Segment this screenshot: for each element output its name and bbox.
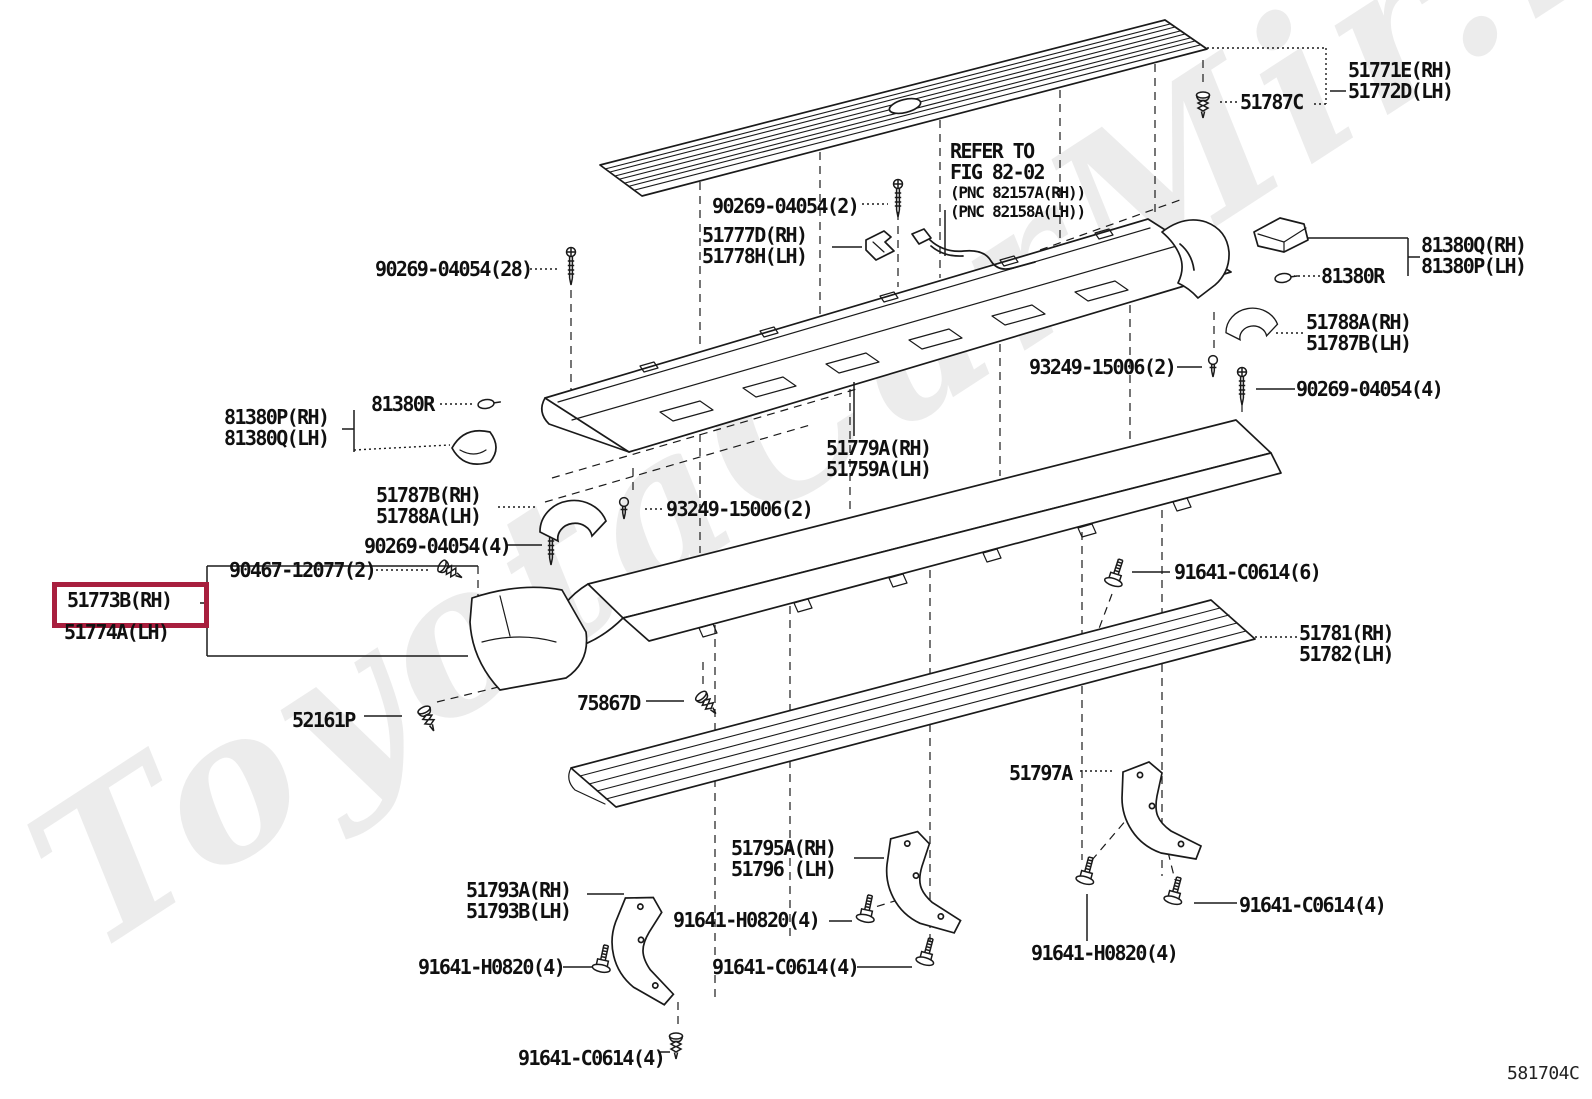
- bulb-icon: [476, 396, 503, 411]
- lamp-left-shape: [451, 429, 497, 465]
- label-90269-04054-x28[interactable]: 90269-04054(28): [375, 257, 533, 281]
- part-number: 51793A(RH): [466, 878, 572, 902]
- lamp-right-shape: [1253, 217, 1309, 253]
- part-number: 51772D(LH): [1348, 79, 1454, 103]
- retainer-arch-icon: [1225, 307, 1279, 341]
- diagram-code: 581704C: [1507, 1063, 1580, 1084]
- label-90269-04054-x4-left[interactable]: 90269-04054(4): [364, 534, 512, 558]
- construction-dashes: [436, 60, 1243, 1024]
- part-number: 51787B(RH): [376, 483, 482, 507]
- grommet-pin-icon: [1207, 354, 1219, 378]
- part-number: 81380Q(LH): [224, 426, 330, 450]
- part-number: 51778H(LH): [702, 244, 808, 268]
- bolt-icon: [1074, 854, 1101, 887]
- part-number: 51777D(RH): [702, 223, 808, 247]
- dotted-leaders: [353, 47, 1327, 772]
- label-91641-c0614-mid[interactable]: 91641-C0614(4): [712, 955, 860, 979]
- part-number: 51795A(RH): [731, 836, 837, 860]
- label-51773b-highlighted[interactable]: 51773B(RH): [67, 588, 173, 612]
- note-line: (PNC 82158A(LH)): [950, 202, 1086, 221]
- label-51793a-51793b[interactable]: 51793A(RH) 51793B(LH): [466, 878, 572, 923]
- clip-icon: [435, 558, 466, 584]
- part-number: 51787B(LH): [1306, 331, 1412, 355]
- label-91641-h0820-left[interactable]: 91641-H0820(4): [418, 955, 566, 979]
- bolt-icon: [590, 942, 616, 975]
- label-51771e-51772d[interactable]: 51771E(RH) 51772D(LH): [1348, 58, 1454, 103]
- label-51787b-51788a-left[interactable]: 51787B(RH) 51788A(LH): [376, 483, 482, 528]
- highlight-box: [52, 582, 209, 628]
- label-81380r-right[interactable]: 81380R: [1321, 264, 1385, 288]
- retainer-arch-icon: [539, 499, 607, 542]
- screw-icon: [565, 246, 577, 286]
- clip-icon: [416, 703, 441, 735]
- bolt-icon: [854, 892, 880, 925]
- sill-panel-shape: [552, 419, 1282, 650]
- label-51795a-51796[interactable]: 51795A(RH) 51796 (LH): [731, 836, 837, 881]
- label-51781-51782[interactable]: 51781(RH) 51782(LH): [1299, 621, 1395, 666]
- part-number: 51788A(LH): [376, 504, 482, 528]
- label-51787c[interactable]: 51787C: [1240, 90, 1304, 114]
- label-75867d[interactable]: 75867D: [577, 691, 641, 715]
- label-91641-h0820-right[interactable]: 91641-H0820(4): [1031, 941, 1179, 965]
- note-line: (PNC 82157A(RH)): [950, 183, 1086, 202]
- bolt-icon: [1102, 556, 1130, 590]
- part-shapes: [451, 19, 1309, 808]
- part-number: 51796 (LH): [731, 857, 837, 881]
- part-number: 51788A(RH): [1306, 310, 1412, 334]
- bracket-51777-shape: [865, 230, 895, 261]
- lower-board-shape: [568, 599, 1256, 808]
- part-number: 81380P(LH): [1421, 254, 1527, 278]
- label-52161p[interactable]: 52161P: [292, 708, 356, 732]
- note-line: REFER TO: [950, 139, 1035, 163]
- label-90269-04054-x2[interactable]: 90269-04054(2): [712, 194, 860, 218]
- label-51788a-51787b-right[interactable]: 51788A(RH) 51787B(LH): [1306, 310, 1412, 355]
- part-number: 51781(RH): [1299, 621, 1395, 645]
- part-number: 51771E(RH): [1348, 58, 1454, 82]
- screw-icon: [1236, 366, 1248, 406]
- label-90269-04054-x4-right[interactable]: 90269-04054(4): [1296, 377, 1444, 401]
- label-91641-c0614-right[interactable]: 91641-C0614(4): [1239, 893, 1387, 917]
- label-81380q-81380p[interactable]: 81380Q(RH) 81380P(LH): [1421, 233, 1527, 278]
- frame-end-cap-shape: [1161, 219, 1230, 299]
- clip-icon: [1195, 91, 1211, 119]
- label-51779a-51759a[interactable]: 51779A(RH) 51759A(LH): [826, 436, 932, 481]
- bolt-icon: [914, 935, 941, 968]
- grommet-pin-icon: [618, 496, 630, 520]
- part-number: 51782(LH): [1299, 642, 1395, 666]
- label-51797a[interactable]: 51797A: [1009, 761, 1073, 785]
- label-93249-15006-left[interactable]: 93249-15006(2): [666, 497, 814, 521]
- label-51774a[interactable]: 51774A(LH): [64, 620, 170, 644]
- bulb-icon: [1273, 270, 1300, 285]
- refer-note: REFER TO FIG 82-02 (PNC 82157A(RH)) (PNC…: [950, 139, 1086, 222]
- clip-icon: [668, 1032, 684, 1060]
- part-number: 51779A(RH): [826, 436, 932, 460]
- clip-icon: [693, 688, 722, 719]
- label-81380p-81380q-left[interactable]: 81380P(RH) 81380Q(LH): [224, 405, 330, 450]
- scuff-plate-shape: [599, 19, 1208, 197]
- upper-board-shape: [540, 218, 1232, 453]
- part-number: 81380Q(RH): [1421, 233, 1527, 257]
- label-91641-c0614-bottom[interactable]: 91641-C0614(4): [518, 1046, 666, 1070]
- screw-icon: [892, 178, 904, 218]
- part-number: 51793B(LH): [466, 899, 572, 923]
- label-91641-h0820-mid[interactable]: 91641-H0820(4): [673, 908, 821, 932]
- bolt-icon: [1162, 874, 1189, 907]
- note-line: FIG 82-02: [950, 160, 1046, 184]
- part-number: 81380P(RH): [224, 405, 330, 429]
- mudguard-corner-shape: [469, 586, 588, 691]
- label-91641-c0614-x6[interactable]: 91641-C0614(6): [1174, 560, 1322, 584]
- label-81380r-left[interactable]: 81380R: [371, 392, 435, 416]
- support-bracket-icon: [879, 827, 971, 935]
- label-90467-12077[interactable]: 90467-12077(2): [229, 558, 377, 582]
- support-bracket-icon: [593, 887, 703, 1008]
- part-number: 51759A(LH): [826, 457, 932, 481]
- label-93249-15006-right[interactable]: 93249-15006(2): [1029, 355, 1177, 379]
- label-51777d-51778h[interactable]: 51777D(RH) 51778H(LH): [702, 223, 808, 268]
